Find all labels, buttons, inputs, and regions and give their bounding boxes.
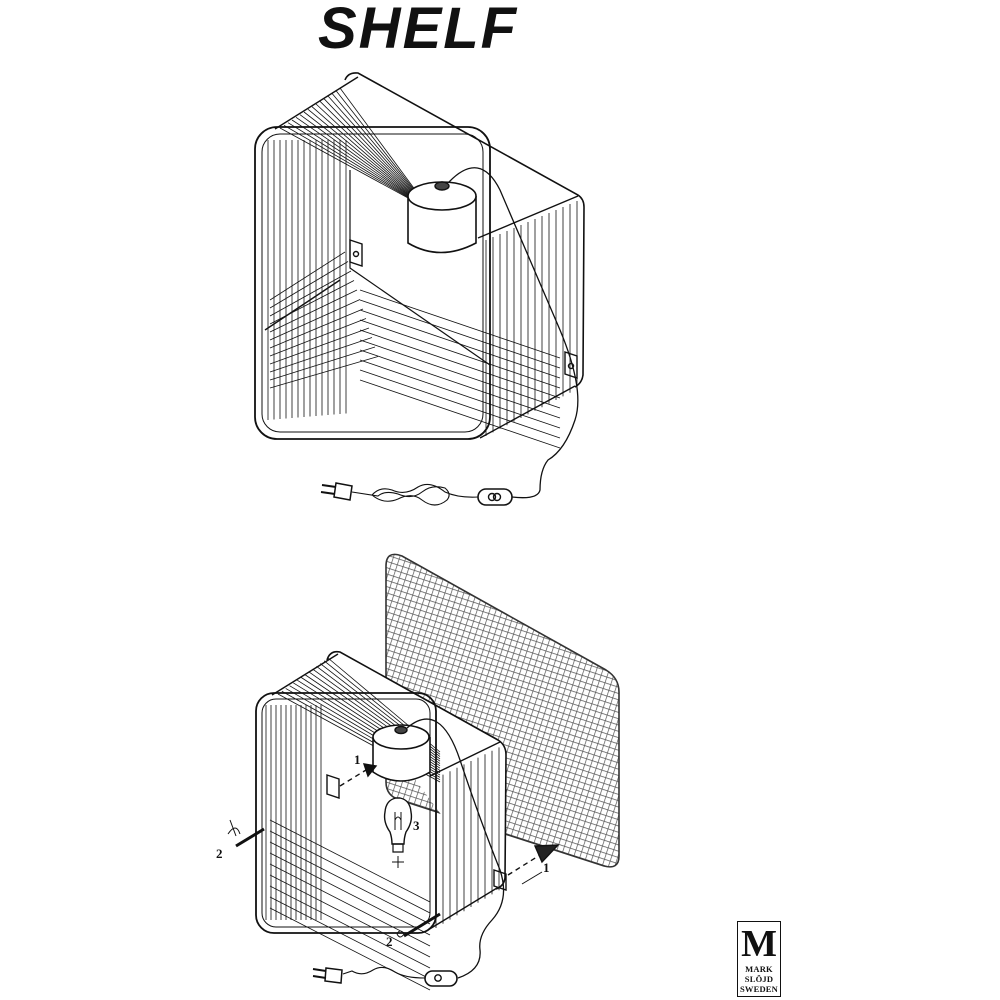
wire-slat [269, 885, 431, 969]
switch-button [487, 492, 497, 502]
wire-slat [359, 299, 561, 369]
wire-slat [269, 337, 373, 373]
wire-slat [359, 309, 561, 379]
bottom-right-depth [479, 385, 576, 439]
arrow-step-1-right [507, 854, 541, 876]
wire-slat [269, 251, 346, 301]
bracket-left-hole [352, 250, 360, 258]
light-bulb [383, 797, 413, 845]
wire-slats [267, 87, 578, 449]
rotate-arrow-screw-bottom [396, 930, 405, 938]
wire-slat [269, 841, 431, 925]
bulb-filament [394, 812, 402, 830]
arrow-step-1-right-dir [521, 871, 543, 885]
wire-slat [269, 346, 376, 381]
plug-pin-2 [312, 975, 327, 979]
bulb-base [392, 843, 404, 853]
logo-line-2: SLÖJD [744, 974, 774, 984]
label-step-1-right: 1 [543, 860, 550, 875]
wire-slat [269, 308, 364, 349]
wire-slat [269, 299, 361, 341]
bracket-right [493, 869, 507, 891]
wire-slat [359, 379, 561, 449]
power-cable [406, 718, 505, 979]
wire-slat [269, 270, 352, 317]
wire-slat [269, 874, 431, 958]
wire-slat [359, 289, 561, 359]
wire-slat [359, 319, 561, 389]
wire-slat [359, 349, 561, 419]
front-frame-inner [261, 133, 484, 433]
arrow-step-1-left [339, 769, 367, 787]
lamp-shade-top [372, 724, 430, 750]
wire-slat [269, 907, 431, 991]
plug-pin-2 [320, 491, 336, 495]
back-frame [344, 72, 585, 388]
wire-slat [269, 819, 431, 903]
coiled-cable [342, 966, 426, 979]
wire-slat [269, 280, 355, 325]
switch-button [434, 974, 442, 982]
screw-bottom [403, 912, 441, 938]
bracket-right-hole [567, 362, 575, 370]
wire-slat [269, 327, 370, 365]
switch-button-2 [492, 492, 502, 502]
back-opening [349, 170, 491, 366]
wire-slat [269, 896, 431, 980]
wire-slat [359, 329, 561, 399]
power-plug [333, 482, 353, 501]
label-step-1-left: 1 [354, 752, 361, 767]
top-right-depth [429, 741, 501, 777]
wire-slat [279, 127, 431, 211]
top-right-depth [477, 195, 579, 239]
wire-slat [359, 339, 561, 409]
power-plug [324, 967, 343, 984]
wire-slat [269, 852, 431, 936]
logo-letter: M [741, 923, 777, 965]
wire-slat [269, 261, 349, 309]
bracket-left [349, 239, 363, 267]
wire-slat [359, 369, 561, 439]
wire-slat [269, 830, 431, 914]
power-cable [448, 167, 579, 499]
label-step-2-left: 2 [216, 846, 223, 861]
logo-line-1: MARK [745, 964, 773, 974]
wire-slat [283, 124, 431, 211]
shelf-assembled-illustration [254, 72, 585, 506]
top-left-depth [274, 76, 359, 130]
lamp-shade [407, 196, 477, 254]
label-step-2-bottom: 2 [386, 934, 393, 949]
wire-slat [287, 122, 431, 211]
plug-pin-1 [321, 484, 337, 488]
shelf-installation-illustration: 1 1 2 2 3 [216, 553, 620, 991]
bottom-left-depth [264, 279, 341, 331]
coiled-cable [351, 483, 479, 506]
wire-slat [269, 318, 367, 357]
wire-slat [359, 359, 561, 429]
logo-line-3: SWEDEN [739, 984, 779, 994]
top-left-depth [271, 653, 339, 696]
front-frame [254, 126, 491, 440]
rotate-arrow-bulb [392, 856, 404, 868]
plug-pin-1 [312, 968, 327, 972]
lamp-socket [394, 725, 408, 735]
screw-left [235, 827, 265, 848]
arrow-step-1-left-head [362, 763, 378, 778]
bottom-right-depth [427, 887, 498, 931]
front-frame-inner [261, 698, 431, 928]
lamp-socket [434, 181, 450, 191]
bracket-left [326, 774, 340, 799]
wall-plug-anchor [533, 844, 560, 864]
wire-slat [269, 289, 358, 333]
wire-slat [269, 356, 379, 389]
brand-logo: M MARK SLÖJD SWEDEN [737, 921, 781, 997]
bracket-right [564, 351, 578, 379]
wire-slat [291, 119, 431, 211]
label-step-3: 3 [413, 818, 420, 833]
product-title: SHELF [318, 0, 519, 61]
rotate-arrow-screw-left [227, 819, 241, 837]
